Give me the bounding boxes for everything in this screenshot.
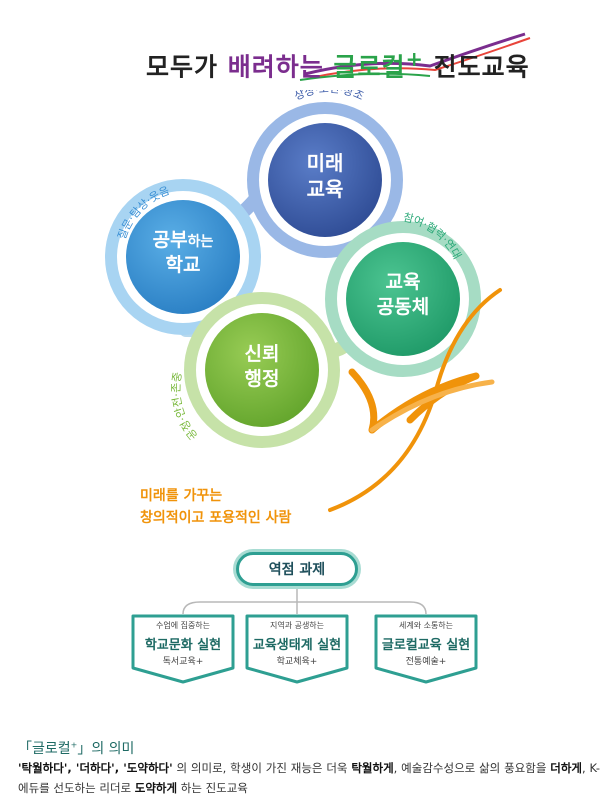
brush-decoration — [299, 32, 531, 81]
vision-text: 미래를 가꾸는 창의적이고 포용적인 사람 — [140, 486, 291, 529]
trust-circle — [205, 313, 319, 427]
task-item: 수업에 집중하는 학교문화 실현 독서교육+ — [127, 612, 239, 686]
vision-leaf — [348, 368, 480, 434]
future-arc-label: 상상·도전·창조 — [292, 90, 365, 103]
task-sub: 지역과 공생하는 — [269, 621, 325, 630]
task-extra: 전통예술+ — [405, 657, 447, 667]
task-sub: 수업에 집중하는 — [155, 621, 211, 630]
slogan-part-3: 글로컬 — [333, 52, 406, 82]
slogan-part-2: 배려하는 — [227, 52, 334, 82]
footer-title: 「글로컬+」의 의미 — [18, 740, 135, 757]
slogan-part-1: 모두가 — [146, 52, 228, 82]
slogan: 모두가 배려하는 글로컬+ 진도교육 — [130, 28, 550, 88]
trust-label: 신뢰 행정 — [244, 343, 280, 390]
footer-text: '탁월하다', '더하다', '도약하다' 의 의미로, 학생이 가진 재능은 … — [18, 761, 601, 795]
community-label: 교육 공동체 — [376, 271, 430, 318]
vision-line-1: 미래를 가꾸는 — [140, 488, 223, 504]
task-extra: 학교체육+ — [276, 657, 318, 667]
slogan-part-3-sup: + — [405, 46, 424, 71]
task-item: 세계와 소통하는 글로컬교육 실현 전통예술+ — [370, 612, 482, 686]
task-extra: 독서교육+ — [162, 657, 204, 667]
task-item: 지역과 공생하는 교육생태계 실현 학교체육+ — [241, 612, 353, 686]
study-label: 공부하는 학교 — [152, 229, 214, 276]
task-main: 학교문화 실현 — [144, 638, 222, 653]
tasks-title: 역점 과제 — [236, 552, 358, 586]
task-main: 글로컬교육 실현 — [381, 638, 471, 653]
future-circle — [268, 123, 382, 237]
task-main: 교육생태계 실현 — [252, 638, 342, 653]
vision-diagram: 상상·도전·창조 질문·탐상·웃음 참여·협력·연대 공정·안전·존중 미래 교… — [0, 90, 613, 540]
svg-text:상상·도전·창조: 상상·도전·창조 — [292, 90, 365, 103]
task-connectors — [182, 588, 427, 615]
slogan-part-4: 진도교육 — [423, 52, 530, 82]
study-circle — [126, 200, 240, 314]
task-sub: 세계와 소통하는 — [398, 621, 454, 630]
community-circle — [346, 242, 460, 356]
vision-line-2: 창의적이고 포용적인 사람 — [140, 509, 292, 526]
future-label: 미래 교육 — [306, 151, 344, 201]
